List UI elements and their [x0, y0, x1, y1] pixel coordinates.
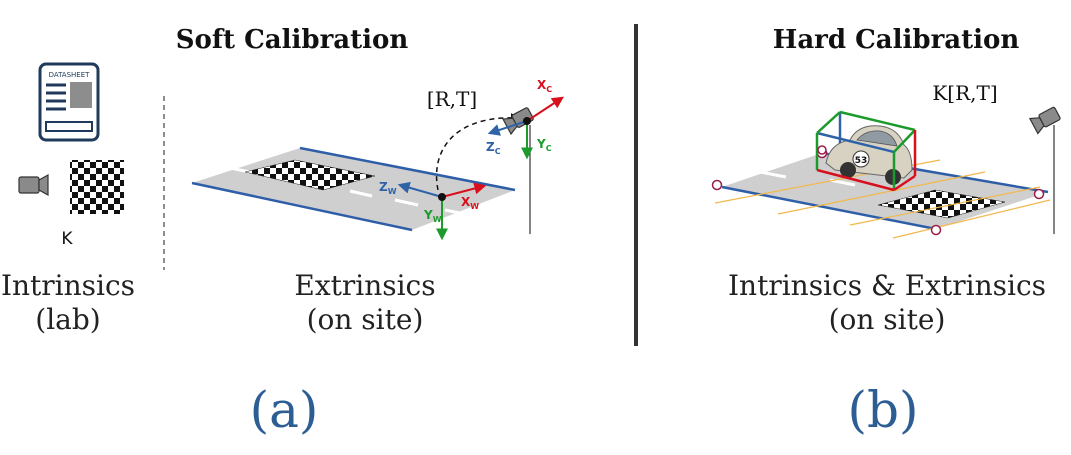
caption-intrinsics-extrinsics: Intrinsics & Extrinsics — [728, 269, 1046, 302]
panel-a-label: (a) — [250, 381, 319, 439]
zc-label: ZC — [486, 140, 501, 156]
panel-b-title: Hard Calibration — [773, 25, 1020, 55]
caption-extrinsics-sub: (on site) — [307, 303, 424, 336]
car: 53 — [815, 110, 917, 192]
datasheet-icon: DATASHEET — [38, 62, 100, 142]
transform-label: [R,T] — [427, 87, 477, 111]
road-plane — [191, 146, 516, 232]
panel-a-title: Soft Calibration — [176, 25, 409, 55]
car-number: 53 — [855, 156, 868, 166]
intrinsic-matrix-label: K — [61, 229, 73, 249]
camera-axes: XC ZC YC — [486, 78, 565, 160]
road-plane-b — [721, 151, 1049, 231]
xw-label: XW — [461, 195, 479, 211]
panel-b: Hard Calibration — [711, 25, 1061, 439]
panel-b-label: (b) — [847, 381, 918, 439]
site-camera-b — [1028, 106, 1061, 234]
control-points — [711, 147, 1045, 236]
yc-label: YC — [536, 137, 552, 153]
zc-axis — [487, 120, 528, 136]
camera-icon — [18, 173, 49, 197]
transform-arrow — [435, 113, 520, 191]
zw-axis — [397, 181, 443, 198]
caption-intrinsics: Intrinsics — [1, 269, 135, 302]
panel-a: Soft Calibration DATASHEET K — [1, 25, 565, 439]
caption-on-site: (on site) — [829, 303, 946, 336]
projection-label: K[R,T] — [932, 81, 997, 105]
datasheet-label: DATASHEET — [49, 71, 91, 79]
xc-label: XC — [537, 78, 552, 94]
yw-label: YW — [423, 208, 442, 224]
world-axes: ZW XW YW — [379, 180, 487, 241]
zw-label: ZW — [379, 180, 397, 196]
caption-extrinsics: Extrinsics — [294, 269, 435, 302]
xc-axis — [526, 96, 565, 122]
site-camera — [502, 107, 534, 234]
checkerboard-icon — [70, 160, 124, 214]
xw-axis — [441, 182, 487, 198]
caption-intrinsics-sub: (lab) — [35, 303, 100, 336]
